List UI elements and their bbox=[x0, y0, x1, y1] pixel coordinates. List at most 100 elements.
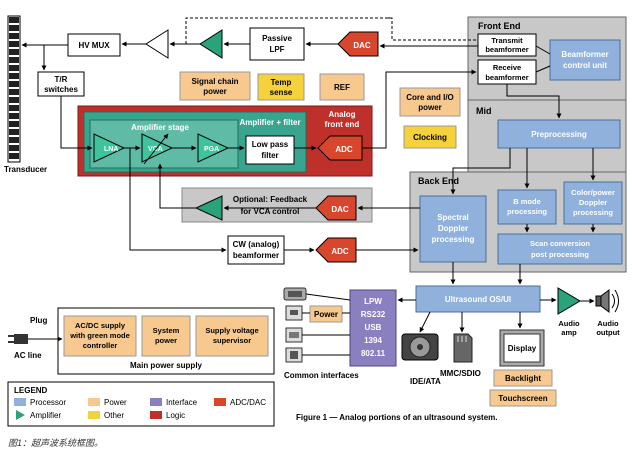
system-power-label-2: power bbox=[155, 336, 177, 345]
temp-sense-label-2: sense bbox=[270, 88, 293, 97]
cw-label-1: CW (analog) bbox=[233, 240, 280, 249]
common-interfaces-label: Common interfaces bbox=[284, 371, 359, 380]
preprocessing-block: Preprocessing bbox=[497, 119, 621, 149]
ac-line-label: AC line bbox=[14, 351, 42, 360]
main-power-supply-label: Main power supply bbox=[130, 361, 203, 370]
color-doppler-block: Color/power Doppler processing bbox=[563, 181, 623, 225]
temp-sense-label-1: Temp bbox=[271, 78, 292, 87]
legend-label-power: Power bbox=[104, 398, 127, 407]
clocking-label: Clocking bbox=[413, 133, 447, 142]
plug-icon bbox=[8, 334, 28, 344]
front-end-label: Front End bbox=[478, 21, 521, 31]
transducer-element bbox=[9, 49, 19, 55]
audio-output-label-2: output bbox=[596, 328, 620, 337]
acdc-supply-block: AC/DC supply with green mode controller bbox=[63, 315, 137, 357]
firewire-port-icon bbox=[285, 327, 303, 343]
back-end-label: Back End bbox=[418, 176, 459, 186]
signal-chain-power-block: Signal chain power bbox=[179, 71, 251, 101]
tx-amp-outline-icon bbox=[145, 29, 169, 59]
feedback-label-1: Optional: Feedback bbox=[233, 195, 308, 204]
b-mode-label-2: processing bbox=[507, 207, 547, 216]
b-mode-label-1: B mode bbox=[513, 197, 541, 206]
temp-sense-block: Temp sense bbox=[257, 73, 305, 101]
chinese-caption: 图1：超声波系统框图。 bbox=[8, 438, 103, 448]
interface-label: USB bbox=[365, 323, 382, 332]
plug-label: Plug bbox=[30, 316, 47, 325]
lna-label: LNA bbox=[104, 146, 118, 153]
backlight-label: Backlight bbox=[505, 374, 541, 383]
legend-swatch-amplifier bbox=[16, 410, 25, 420]
display-block: Display bbox=[499, 329, 545, 367]
ref-block: REF bbox=[319, 73, 365, 101]
passive-lpf-label-1: Passive bbox=[262, 34, 292, 43]
transducer-element bbox=[9, 57, 19, 63]
clocking-block: Clocking bbox=[403, 125, 457, 149]
transducer-element bbox=[9, 121, 19, 127]
spectral-doppler-label-3: processing bbox=[432, 235, 475, 244]
preprocessing-label: Preprocessing bbox=[531, 130, 587, 139]
legend-label-interface: Interface bbox=[166, 398, 198, 407]
pga-label: PGA bbox=[204, 146, 219, 153]
legend-swatch-logic bbox=[150, 411, 162, 419]
cw-label-2: beamformer bbox=[233, 251, 279, 260]
signal-chain-power-label-1: Signal chain bbox=[191, 77, 238, 86]
legend-swatch-interface bbox=[150, 398, 162, 406]
color-doppler-label-1: Color/power bbox=[571, 188, 615, 197]
audio-amp-label-1: Audio bbox=[558, 319, 580, 328]
legend-label-logic: Logic bbox=[166, 411, 185, 420]
transducer-element bbox=[9, 105, 19, 111]
interface-label: 1394 bbox=[364, 336, 382, 345]
scan-conversion-label-2: post processing bbox=[531, 250, 589, 259]
mmc-sdio-label: MMC/SDIO bbox=[440, 369, 481, 378]
acdc-label-2: with green mode bbox=[69, 331, 130, 340]
afe-label-2: front end bbox=[325, 120, 360, 129]
legend-title: LEGEND bbox=[14, 386, 48, 395]
hv-mux-label: HV MUX bbox=[78, 41, 110, 50]
tx-dac-block: DAC bbox=[337, 31, 379, 57]
legend-label-amplifier: Amplifier bbox=[30, 411, 61, 420]
interface-label: LPW bbox=[364, 297, 382, 306]
transmit-bf-label-1: Transmit bbox=[491, 36, 523, 45]
transducer-array: Transducer bbox=[4, 15, 47, 174]
signal-chain-power-label-2: power bbox=[203, 87, 227, 96]
ethernet-port-icon bbox=[285, 347, 303, 363]
legend-label-adc-dac: ADC/DAC bbox=[230, 398, 266, 407]
legend-label-other: Other bbox=[104, 411, 124, 420]
memory-card-icon bbox=[453, 333, 473, 363]
legend-swatch-adc-dac bbox=[214, 398, 226, 406]
legend-swatch-other bbox=[88, 411, 100, 419]
hard-disk-icon bbox=[401, 333, 439, 361]
power-interface-block: Power bbox=[309, 305, 343, 323]
tr-label-2: switches bbox=[44, 85, 78, 94]
spectral-doppler-label-1: Spectral bbox=[437, 213, 469, 222]
legend: LEGEND Processor Power Interface ADC/DAC… bbox=[7, 381, 275, 427]
bf-control-label-1: Beamformer bbox=[561, 50, 608, 59]
hv-mux-block: HV MUX bbox=[67, 33, 121, 57]
core-io-power-block: Core and I/O power bbox=[399, 87, 461, 117]
legend-swatch-processor bbox=[14, 398, 26, 406]
cw-adc-block: ADC bbox=[315, 237, 357, 263]
transducer-element bbox=[9, 113, 19, 119]
system-power-label-1: System bbox=[153, 326, 180, 335]
supervisor-label-1: Supply voltage bbox=[205, 326, 258, 335]
vca-amp: VCA bbox=[141, 133, 174, 165]
tr-switches-block: T/R switches bbox=[37, 71, 85, 97]
feedback-dac-block: DAC bbox=[315, 195, 357, 221]
scan-conversion-block: Scan conversion post processing bbox=[497, 233, 623, 265]
scan-conversion-label-1: Scan conversion bbox=[530, 239, 590, 248]
transducer-element bbox=[9, 89, 19, 95]
transducer-element bbox=[9, 145, 19, 151]
tr-label-1: T/R bbox=[55, 75, 68, 84]
amplifier-stage-label: Amplifier stage bbox=[131, 123, 189, 132]
touchscreen-label: Touchscreen bbox=[498, 394, 547, 403]
afe-label-1: Analog bbox=[328, 110, 355, 119]
transmit-bf-label-2: beamformer bbox=[485, 45, 528, 54]
ref-label: REF bbox=[334, 83, 350, 92]
core-io-power-label-1: Core and I/O bbox=[406, 93, 454, 102]
bf-control-label-2: control unit bbox=[563, 61, 607, 70]
dashed-control-line bbox=[185, 17, 478, 44]
receive-bf-label-2: beamformer bbox=[485, 73, 528, 82]
core-io-power-label-2: power bbox=[418, 103, 442, 112]
